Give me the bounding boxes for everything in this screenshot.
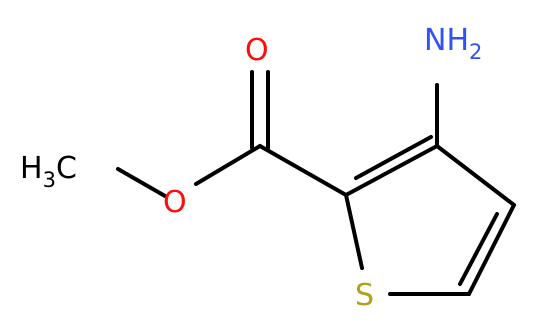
bond-ring-c2-c3 [344,144,439,197]
amino-label: NH2 [424,23,482,64]
bond-carbonyl-ester-o [194,144,262,186]
bond-ring-c3-c4 [435,144,516,207]
bonds [116,70,516,296]
bond-ring-c4-c5 [467,203,516,296]
atom-labels: O O H3C NH2 S [20,23,482,313]
methyl-label: H3C [20,151,77,192]
bond-ring-c2-c3-inner [354,135,433,180]
bond-ring-s-c2 [344,193,364,270]
bond-ester-o-methyl [116,167,167,198]
oxygen-carbonyl-label: O [245,33,269,68]
oxygen-ester-label: O [163,185,187,220]
sulfur-label: S [355,278,374,313]
bond-carbonyl-ring [258,144,348,197]
bond-ring-c4-c5-inner [458,212,499,286]
